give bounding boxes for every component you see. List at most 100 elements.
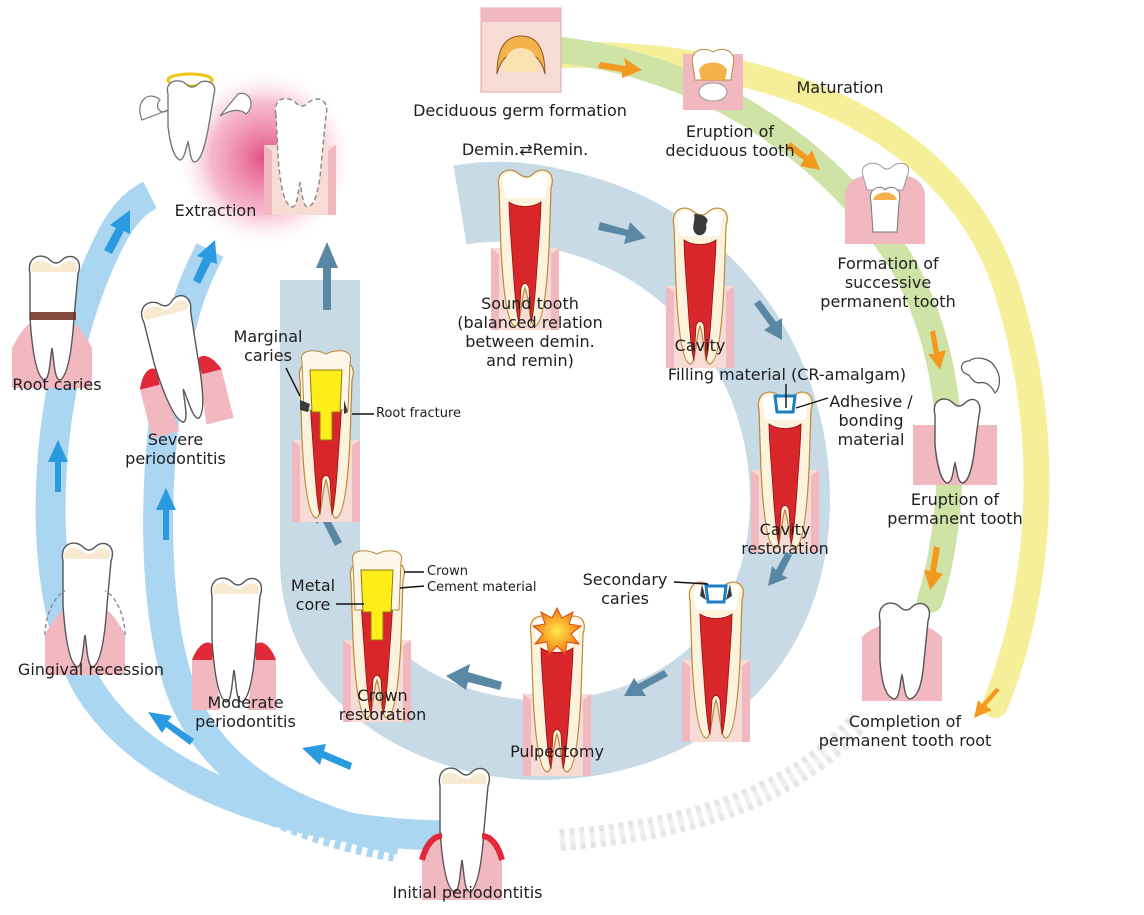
leader-adhesive bbox=[795, 397, 829, 409]
label-gingival-recession: Gingival recession bbox=[17, 660, 165, 679]
arrow-outer-1 bbox=[148, 712, 194, 745]
label-metal-core: Metal core bbox=[283, 576, 343, 614]
label-formation-successive-2: successive bbox=[844, 273, 932, 292]
arrow-maturation bbox=[974, 688, 1000, 718]
label-sound-tooth: Sound tooth (balanced relation between d… bbox=[450, 294, 610, 370]
label-demin-remin: Demin.⇄Remin. bbox=[461, 140, 589, 159]
arrow-inner-1 bbox=[302, 744, 352, 770]
arrow-secondary-to-pulpectomy bbox=[624, 670, 668, 696]
label-moderate-perio: Moderate periodontitis bbox=[188, 693, 303, 731]
arrow-outer-2 bbox=[48, 440, 68, 492]
perio-arrows bbox=[48, 210, 352, 770]
label-crown-restoration-2: restoration bbox=[338, 705, 427, 724]
arrow-germ-to-eruption bbox=[598, 58, 642, 78]
label-deciduous-germ: Deciduous germ formation bbox=[413, 101, 627, 120]
label-severe-perio: Severe periodontitis bbox=[118, 430, 233, 468]
leader-secondary bbox=[673, 581, 709, 585]
label-moderate-perio-1: Moderate bbox=[207, 693, 284, 712]
arrow-marginal-to-extraction bbox=[316, 242, 338, 310]
label-metal-core-1: Metal bbox=[290, 576, 336, 595]
label-marginal-caries-2: caries bbox=[244, 346, 292, 365]
label-eruption-deciduous: Eruption of deciduous tooth bbox=[650, 122, 810, 160]
label-cavity-restoration: Cavity restoration bbox=[730, 520, 840, 558]
label-severe-perio-2: periodontitis bbox=[125, 449, 226, 468]
crown-restoration-illustration bbox=[342, 550, 412, 723]
label-root-fracture-1: Root bbox=[376, 406, 406, 421]
label-adhesive: Adhesive / bonding material bbox=[826, 392, 916, 449]
label-formation-successive-3: permanent tooth bbox=[820, 292, 956, 311]
arrow-sound-to-cavity bbox=[598, 222, 646, 244]
label-completion-root: Completion of permanent tooth root bbox=[810, 712, 1000, 750]
label-completion-root-2: permanent tooth root bbox=[818, 731, 992, 750]
gingival-recession-illustration bbox=[44, 542, 126, 676]
label-root-caries: Root caries bbox=[12, 375, 102, 394]
initial-perio-illustration bbox=[419, 767, 505, 901]
label-sound-tooth-1: Sound tooth bbox=[481, 294, 579, 313]
label-completion-root-1: Completion of bbox=[848, 712, 962, 731]
label-secondary-caries-1: Secondary bbox=[582, 570, 668, 589]
leader-lines bbox=[285, 367, 829, 605]
pain-burst-icon bbox=[531, 606, 583, 656]
label-eruption-deciduous-2: deciduous tooth bbox=[665, 141, 795, 160]
label-adhesive-2: bonding bbox=[838, 411, 904, 430]
arrow-inner-2 bbox=[156, 488, 176, 540]
label-cement-material: Cement material bbox=[427, 580, 537, 595]
leader-marginal bbox=[285, 367, 301, 397]
secondary-caries-illustration bbox=[681, 581, 751, 743]
arrow-formation-to-eruption bbox=[928, 330, 946, 370]
label-moderate-perio-2: periodontitis bbox=[195, 712, 296, 731]
label-root-fracture: Root fracture bbox=[376, 406, 461, 421]
formation-successive-illustration bbox=[845, 162, 925, 244]
arrow-pulpectomy-to-crown bbox=[446, 664, 502, 690]
arrow-inner-3 bbox=[193, 240, 217, 284]
label-sound-tooth-4: and remin) bbox=[486, 351, 574, 370]
label-eruption-permanent-1: Eruption of bbox=[910, 490, 1000, 509]
label-pulpectomy: Pulpectomy bbox=[510, 742, 604, 761]
completion-root-illustration bbox=[862, 602, 942, 701]
arrow-cavity-to-restoration bbox=[754, 300, 782, 340]
label-maturation: Maturation bbox=[796, 78, 884, 97]
leader-cement bbox=[399, 585, 425, 589]
label-adhesive-3: material bbox=[837, 430, 905, 449]
deciduous-germ-illustration bbox=[480, 7, 562, 93]
label-severe-perio-1: Severe bbox=[147, 430, 204, 449]
label-eruption-permanent-2: permanent tooth bbox=[887, 509, 1023, 528]
label-filling-material: Filling material (CR-amalgam) bbox=[667, 365, 907, 384]
label-formation-successive-1: Formation of bbox=[837, 254, 939, 273]
label-extraction: Extraction bbox=[174, 201, 257, 220]
moderate-perio-illustration bbox=[191, 577, 277, 711]
label-marginal-caries: Marginal caries bbox=[223, 327, 313, 365]
label-secondary-caries: Secondary caries bbox=[575, 570, 675, 608]
marginal-caries-illustration bbox=[291, 350, 361, 523]
cavity-illustration bbox=[665, 207, 735, 369]
pulpectomy-illustration bbox=[522, 606, 592, 777]
label-sound-tooth-3: between demin. bbox=[465, 332, 595, 351]
eruption-band bbox=[527, 35, 963, 613]
growth-arrows bbox=[598, 58, 1000, 718]
arrow-restoration-to-secondary bbox=[768, 552, 792, 586]
severe-perio-illustration bbox=[119, 289, 235, 439]
lifecycle-dash-right bbox=[559, 712, 869, 851]
caries-arrows bbox=[316, 222, 792, 696]
label-marginal-caries-1: Marginal bbox=[233, 327, 303, 346]
angel-tooth-icon bbox=[139, 72, 252, 163]
label-formation-successive: Formation of successive permanent tooth bbox=[808, 254, 968, 311]
label-eruption-deciduous-1: Eruption of bbox=[685, 122, 775, 141]
arrow-outer-3 bbox=[104, 210, 130, 254]
label-initial-perio: Initial periodontitis bbox=[392, 883, 543, 902]
arrow-eruption-to-completion bbox=[924, 546, 943, 590]
cavity-restoration-illustration bbox=[750, 391, 820, 553]
label-eruption-permanent: Eruption of permanent tooth bbox=[885, 490, 1025, 528]
eruption-deciduous-illustration bbox=[683, 48, 743, 110]
eruption-permanent-illustration bbox=[913, 357, 1001, 485]
label-adhesive-1: Adhesive / bbox=[829, 392, 913, 411]
label-crown: Crown bbox=[427, 564, 468, 579]
label-root-fracture-2: fracture bbox=[409, 406, 462, 421]
root-caries-illustration bbox=[11, 255, 93, 389]
label-cavity: Cavity bbox=[674, 336, 726, 355]
label-metal-core-2: core bbox=[295, 595, 331, 614]
label-cavity-restoration-1: Cavity bbox=[759, 520, 811, 539]
label-secondary-caries-2: caries bbox=[601, 589, 649, 608]
label-cavity-restoration-2: restoration bbox=[741, 539, 829, 558]
label-crown-restoration: Crown restoration bbox=[325, 686, 440, 724]
